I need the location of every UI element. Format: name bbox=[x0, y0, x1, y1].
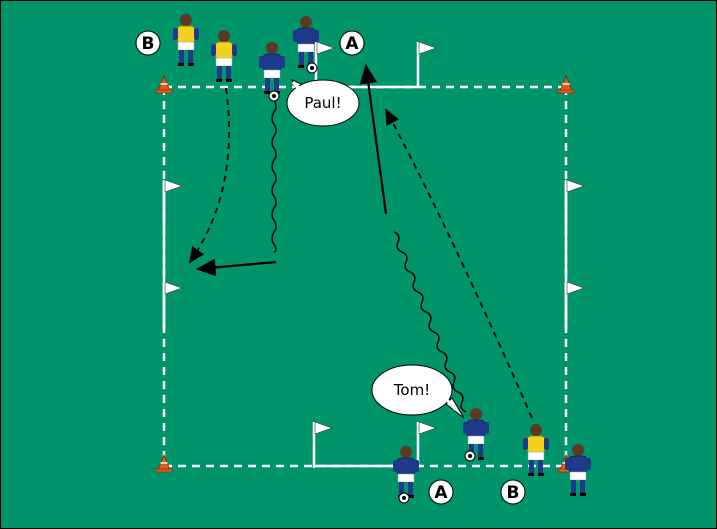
svg-text:A: A bbox=[345, 34, 359, 54]
pass-arrow-left bbox=[195, 258, 277, 277]
run-arrow-right bbox=[385, 108, 533, 419]
svg-text:Tom!: Tom! bbox=[393, 381, 430, 399]
dribble-path-top bbox=[271, 99, 277, 253]
svg-text:B: B bbox=[507, 483, 520, 503]
group-label-bottom-b: B bbox=[500, 479, 526, 505]
pass-arrow-up bbox=[359, 63, 388, 215]
ball-icon bbox=[306, 62, 318, 74]
speech-bubble-paul: Paul! bbox=[286, 78, 360, 127]
run-arrow-top-left bbox=[188, 87, 230, 264]
svg-text:Paul!: Paul! bbox=[304, 94, 341, 112]
group-label-bottom-a: A bbox=[428, 479, 454, 505]
svg-text:B: B bbox=[142, 34, 155, 54]
ball-icon bbox=[268, 90, 280, 102]
dribble-path-bottom bbox=[393, 231, 467, 413]
ball-icon bbox=[398, 492, 410, 504]
group-label-top-b: B bbox=[135, 30, 161, 56]
group-label-top-a: A bbox=[339, 30, 365, 56]
speech-bubble-tom: Tom! bbox=[371, 364, 465, 419]
svg-text:A: A bbox=[434, 483, 448, 503]
ball-icon bbox=[464, 450, 476, 462]
